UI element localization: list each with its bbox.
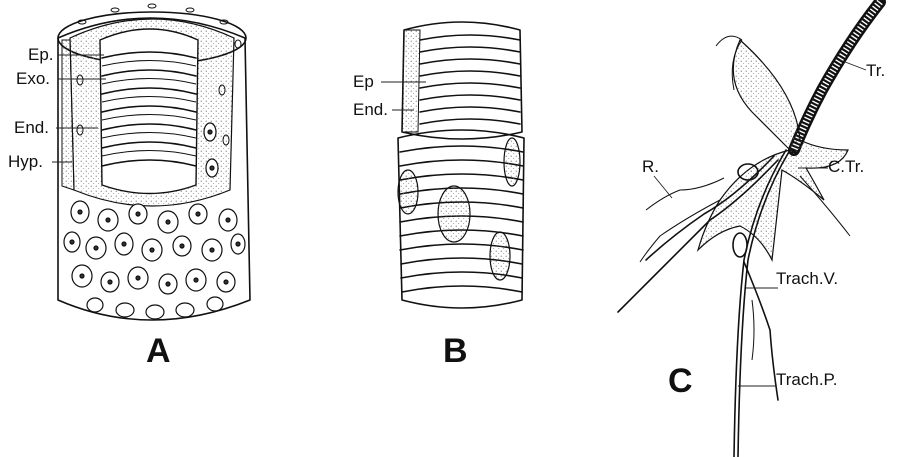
panel-c-leader-tr	[840, 60, 866, 70]
panel-a-label-hyp: Hyp.	[8, 152, 43, 171]
panel-a-label-ep: Ep.	[28, 45, 54, 64]
panel-c: Tr. C.Tr. R. Trach.V. Trach.P. C	[618, 2, 885, 457]
panel-c-leader-r	[654, 176, 672, 198]
panel-c-label-r: R.	[642, 157, 659, 176]
panel-c-label-trachv: Trach.V.	[776, 269, 838, 288]
panel-c-letter: C	[668, 362, 693, 400]
panel-a-letter: A	[146, 332, 171, 370]
panel-c-nucleus-inner	[743, 169, 753, 175]
panel-c-label-trachp: Trach.P.	[776, 370, 837, 389]
panel-c-label-ctr: C.Tr.	[828, 157, 864, 176]
panel-b-label-end: End.	[353, 100, 388, 119]
panel-b: Ep End. B	[353, 22, 524, 370]
panel-b-upper-epithelium	[402, 30, 420, 132]
panel-a-lumen	[100, 29, 198, 194]
panel-c-label-tr: Tr.	[866, 61, 885, 80]
panel-a-label-end: End.	[14, 118, 49, 137]
panel-a-label-exo: Exo.	[16, 69, 50, 88]
panel-a: Ep. Exo. End. Hyp. A	[8, 4, 250, 370]
panel-b-upper-rings	[420, 35, 520, 124]
panel-b-letter: B	[443, 332, 468, 370]
panel-b-label-ep: Ep	[353, 72, 374, 91]
